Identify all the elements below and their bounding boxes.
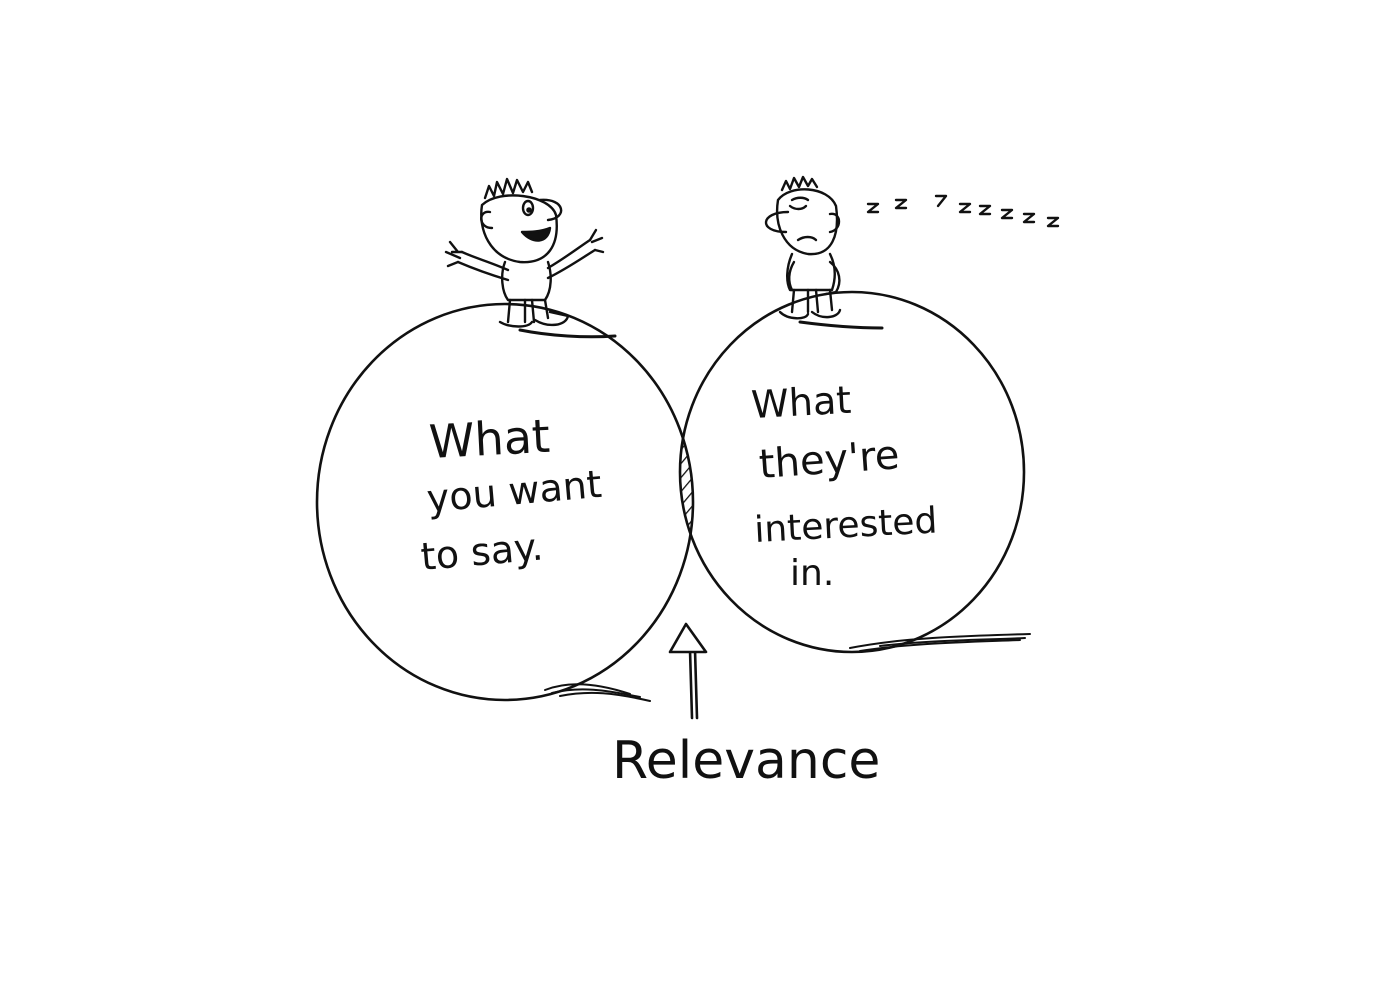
left-line-3: to say. [419,524,545,579]
left-line-2: you want [425,462,603,521]
right-character-shadow [798,320,884,330]
right-line-1: What [750,378,852,427]
right-set-label: What they're interested in. [750,378,938,594]
snore-zs [866,194,1060,228]
right-circle [678,290,1026,654]
left-line-1: What [428,409,552,469]
right-line-4: in. [790,553,834,594]
left-character-shadow [518,328,617,339]
talking-man-icon [444,177,605,328]
ground-shadows [544,633,1031,702]
relevance-label: Relevance [612,731,880,791]
sleeping-man-icon [764,175,842,320]
right-line-2: they're [757,432,900,488]
right-line-3: interested [753,500,938,551]
left-set-label: What you want to say. [419,409,603,579]
relevance-arrow-icon [668,622,708,720]
left-circle [315,302,695,702]
